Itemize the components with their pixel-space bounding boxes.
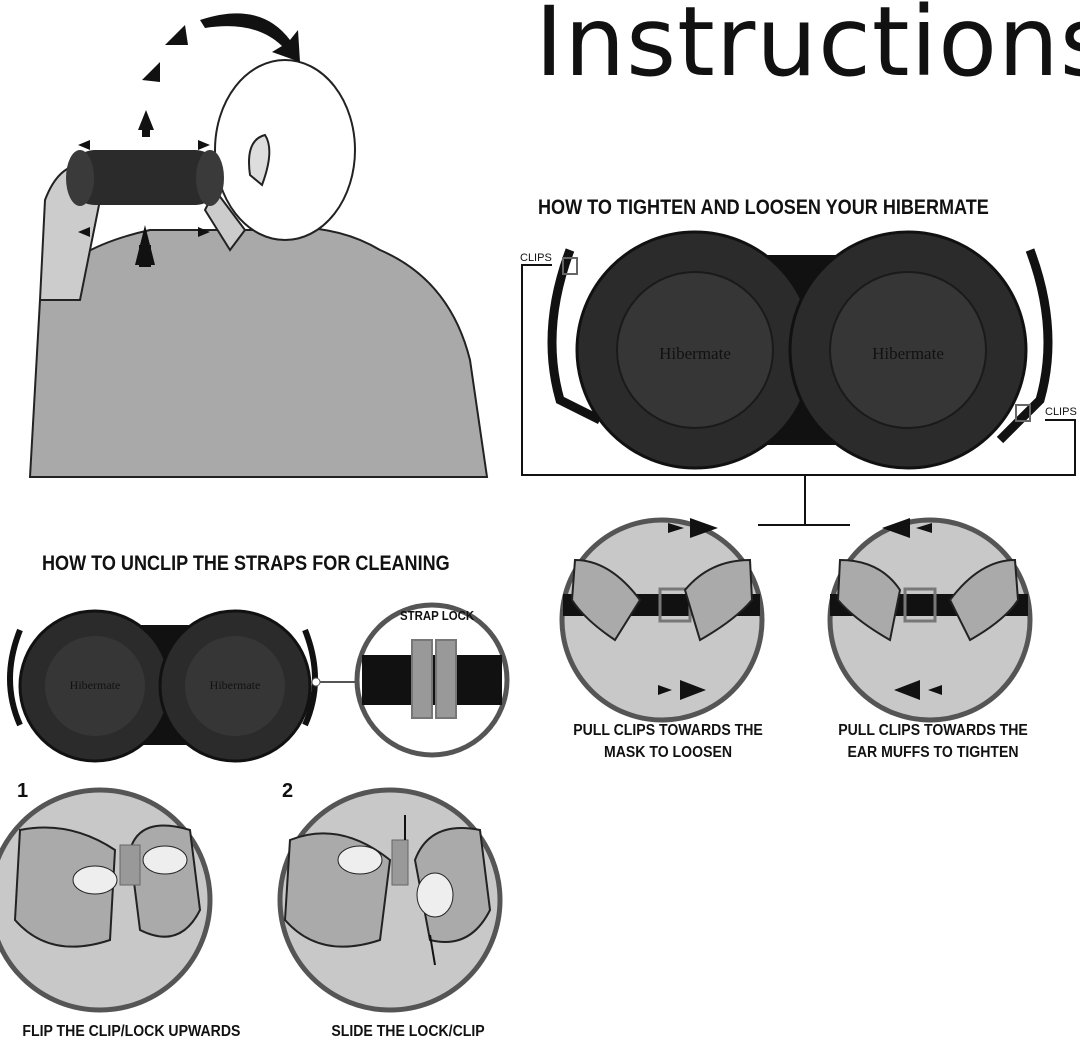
loosen-caption-line1: PULL CLIPS TOWARDS THE (573, 722, 763, 739)
strap-lock-label: STRAP LOCK (400, 608, 475, 623)
loosen-circle (559, 517, 765, 723)
clips-label-right: CLIPS (1045, 406, 1077, 418)
bracket-lines (521, 264, 1076, 526)
arrow-icons (882, 518, 942, 700)
page-title: Instructions (535, 0, 1080, 98)
step1-caption: FLIP THE CLIP/LOCK UPWARDS (22, 1023, 241, 1040)
step2-caption: SLIDE THE LOCK/CLIP (331, 1023, 485, 1040)
step2-number: 2 (282, 780, 294, 802)
mask-held (70, 150, 220, 205)
tighten-caption: PULL CLIPS TOWARDS THE EAR MUFFS TO TIGH… (827, 720, 1038, 764)
loosen-caption: PULL CLIPS TOWARDS THE MASK TO LOOSEN (562, 720, 773, 764)
clips-label-left: CLIPS (520, 252, 552, 264)
strap-lock-circle (354, 602, 510, 758)
arrow-icons (78, 13, 300, 267)
logo-hibermate-left: Hibermate (659, 344, 731, 363)
logo-hibermate-small-right: Hibermate (209, 678, 261, 692)
step2-circle (277, 787, 503, 1013)
tighten-circle (827, 517, 1033, 723)
logo-hibermate-right: Hibermate (872, 344, 944, 363)
step1-number: 1 (17, 780, 29, 802)
tighten-heading: HOW TO TIGHTEN AND LOOSEN YOUR HIBERMATE (538, 196, 989, 219)
logo-hibermate-small-left: Hibermate (69, 678, 121, 692)
head (214, 59, 356, 241)
mask-large (547, 230, 1053, 470)
tighten-caption-line2: EAR MUFFS TO TIGHTEN (847, 744, 1019, 761)
wearing-illustration (0, 0, 489, 478)
loosen-caption-line2: MASK TO LOOSEN (603, 744, 733, 761)
ear (248, 133, 271, 187)
unclip-heading: HOW TO UNCLIP THE STRAPS FOR CLEANING (42, 552, 450, 575)
step1-circle (0, 787, 213, 1013)
arrow-icons (658, 518, 718, 700)
tighten-caption-line1: PULL CLIPS TOWARDS THE (838, 722, 1028, 739)
